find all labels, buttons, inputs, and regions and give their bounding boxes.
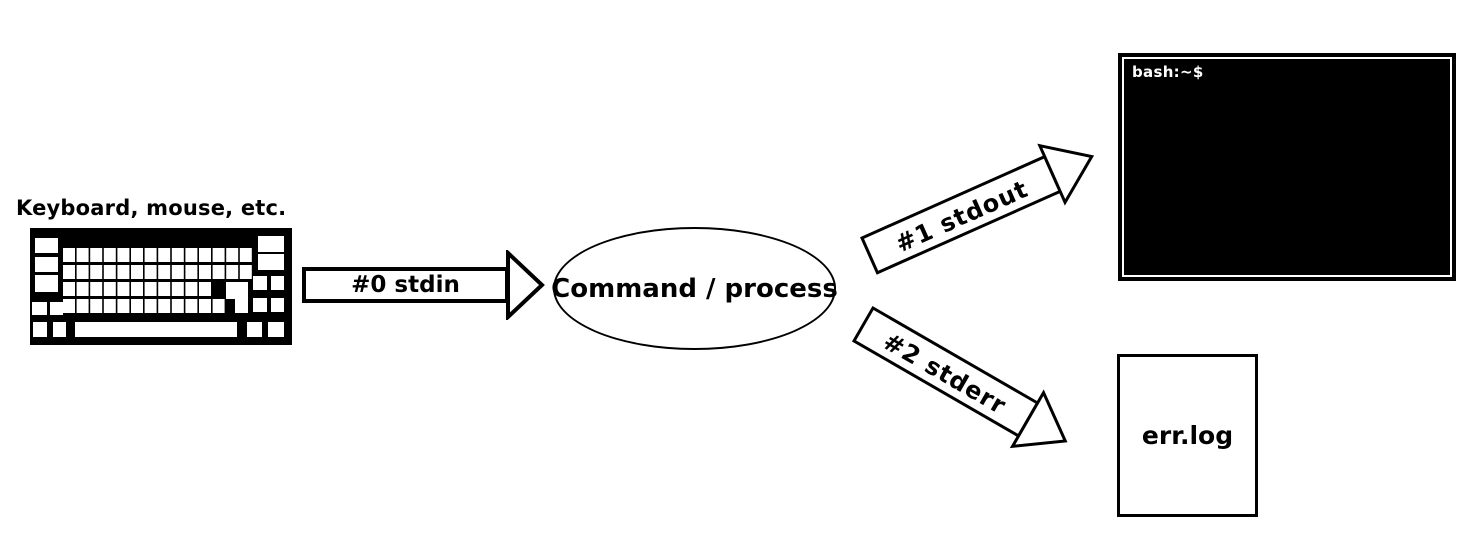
stdout-arrow: #1 stdout bbox=[860, 143, 1095, 275]
stderr-arrow-label: #2 stderr bbox=[878, 327, 1011, 420]
terminal-screen: bash:~$ bbox=[1122, 57, 1452, 277]
error-log-label: err.log bbox=[1141, 421, 1234, 450]
stdin-arrow: #0 stdin bbox=[302, 267, 509, 303]
keyboard-icon bbox=[30, 228, 292, 345]
process-label: Command / process bbox=[551, 273, 838, 304]
stdin-arrowhead-icon bbox=[506, 250, 545, 320]
terminal-prompt: bash:~$ bbox=[1132, 63, 1204, 81]
process-node: Command / process bbox=[551, 227, 838, 350]
stdin-arrow-label: #0 stdin bbox=[351, 272, 460, 298]
input-device-label: Keyboard, mouse, etc. bbox=[16, 196, 287, 220]
error-log-file: err.log bbox=[1117, 354, 1258, 517]
terminal-window: bash:~$ bbox=[1118, 53, 1456, 281]
stderr-arrow: #2 stderr bbox=[851, 305, 1068, 449]
